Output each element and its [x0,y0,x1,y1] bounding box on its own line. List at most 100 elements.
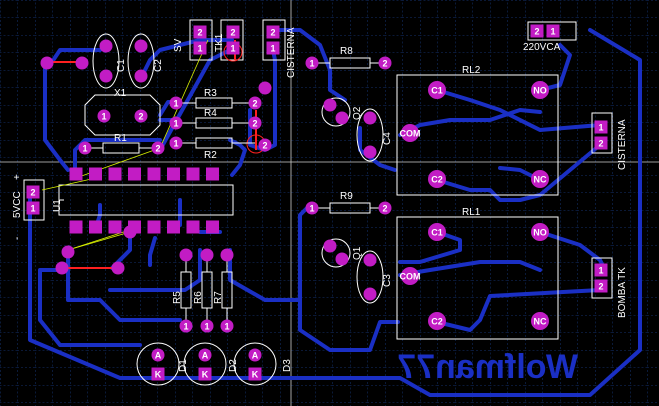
q2-label: Q2 [352,106,363,120]
d2-cathode-pad [198,367,212,381]
rl2-c1-pad-label: C1 [431,86,443,96]
c1-label: C1 [116,59,127,72]
r9-pad-label: 2 [382,204,387,214]
c2-pad [134,69,148,83]
connector-cisterna-right-pad [594,136,608,150]
u1-label: U1 [52,199,63,212]
d3-anode-pad [248,348,262,362]
r7-pad-label: 1 [224,322,229,332]
r7-pad [220,319,234,333]
r2-pad [169,136,183,150]
u1-pin-pad [206,220,219,234]
connector-220vca-pad [530,24,544,38]
connector-220vca-pad [546,24,560,38]
r2-pad [258,81,272,95]
u1-pin-pad [89,220,102,234]
rl2-no-pad-label: NO [533,86,547,96]
connector-cisterna-top-pad [266,25,280,39]
rl1-label: RL1 [462,207,481,218]
connector-bomba-tk-pad-label: 1 [598,266,603,276]
q1-label: Q1 [352,246,363,260]
d3-cathode-pad-label: K [252,370,259,380]
r2-pad-label: 1 [173,139,178,149]
r9-pad [305,201,319,215]
d1-label: D1 [178,359,189,372]
u1-pin-pad [186,167,200,181]
connector-5vcc-pad-label: 1 [30,204,35,214]
r2-label: R2 [204,150,217,161]
r3-pad-label: 1 [173,99,178,109]
r8-pad-label: 1 [309,59,314,69]
u1-pin-pad [206,167,219,181]
r4-pad-label: 1 [173,119,178,129]
q1-pad [323,239,337,253]
rl2-com-pad-label: COM [400,129,421,139]
c1-pad [99,69,113,83]
connector-220vca-pad-label: 2 [534,27,539,37]
c3-pad [363,287,377,301]
r4-pad-label: 2 [252,119,257,129]
connector-cisterna-right-label: CISTERNA [617,119,628,170]
r9-pad [378,201,392,215]
connector-bomba-tk-pad-label: 2 [598,282,603,292]
r1-pad-label: 2 [155,144,160,154]
via-pad [61,245,75,259]
watermark-text: Wolfman77 [397,348,578,386]
x1-label: X1 [114,88,127,99]
r8-pad-label: 2 [382,59,387,69]
u1-pin-pad [147,167,161,181]
c4-label: C4 [382,132,393,145]
jumper-pad [40,56,54,70]
rl1-no-pad [531,223,549,241]
r1-pad [78,141,92,155]
connector-5vcc-pad [26,201,40,215]
x1-pad-label: 1 [101,112,106,122]
d3-anode-pad-label: A [252,351,259,361]
r8-pad [305,56,319,70]
d2-cathode-pad-label: K [202,370,209,380]
rl2-c2-pad [428,170,446,188]
r9-label: R9 [340,191,353,202]
rl1-no-pad-label: NO [533,228,547,238]
u1-pin-pad [108,220,122,234]
rl2-c2-pad-label: C2 [431,175,443,185]
r1-pad-label: 1 [82,144,87,154]
d1-cathode-pad [151,367,165,381]
r8-pad [378,56,392,70]
r3-pad-label: 2 [252,99,257,109]
connector-cisterna-top-label: CISTERNA [286,27,297,78]
r3-pad [169,96,183,110]
rl2-nc-pad [531,170,549,188]
r5-pad-label: 1 [183,322,188,332]
rl1-com-pad-label: COM [400,272,421,282]
d3-cathode-pad [248,367,262,381]
connector-cisterna-right-pad [594,120,608,134]
r9-pad-label: 1 [309,204,314,214]
rl1-c2-pad-label: C2 [431,317,443,327]
connector-5vcc-label: 5VCC [12,191,23,218]
connector-bomba-tk-pad [594,263,608,277]
rl1-c1-pad [428,223,446,241]
c4-pad [363,111,377,125]
r3-label: R3 [204,88,217,99]
rl1-c1-pad-label: C1 [431,228,443,238]
c2-label: C2 [153,59,164,72]
rl1-nc-pad-label: NC [534,317,547,327]
q2-pad [323,98,337,112]
r8-label: R8 [340,46,353,57]
rl1-com-pad [401,267,419,285]
connector-220vca-pad-label: 1 [550,27,555,37]
connector-tk1-pad-label: 2 [230,28,235,38]
d1-cathode-pad-label: K [155,370,162,380]
d2-label: D2 [228,359,239,372]
u1-pin-pad [167,167,180,181]
u1-pin-pad [69,220,83,234]
u1-pin-pad [147,220,161,234]
q2-pad [335,111,349,125]
u1-pin-pad [108,167,122,181]
connector-tk1-pad-label: 1 [230,44,235,54]
connector-tk1-pad [226,41,240,55]
r3-pad [248,96,262,110]
